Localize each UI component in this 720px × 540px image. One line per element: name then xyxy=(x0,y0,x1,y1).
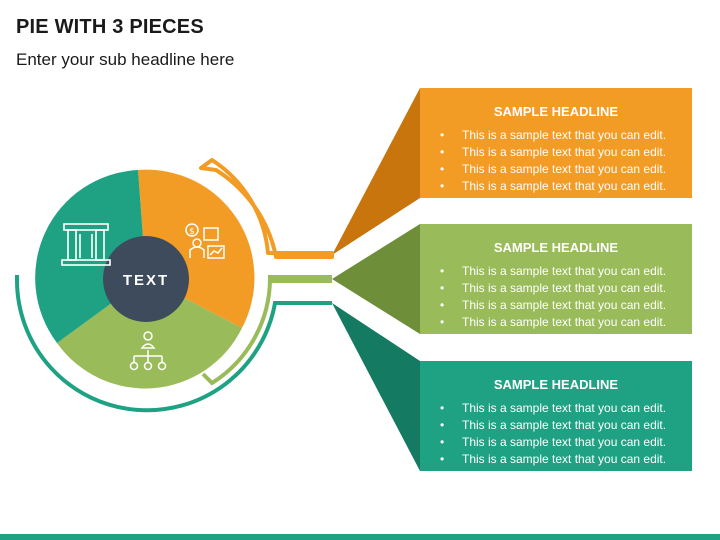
svg-text:$: $ xyxy=(189,227,195,237)
panel-headline: SAMPLE HEADLINE xyxy=(493,240,619,255)
pie-slice-teal xyxy=(35,170,147,343)
list-item: This is a sample text that you can edit. xyxy=(440,314,692,331)
list-item: This is a sample text that you can edit. xyxy=(440,144,692,161)
list-item: This is a sample text that you can edit. xyxy=(440,451,692,468)
green-connector xyxy=(332,224,420,334)
teal-outer-arc xyxy=(14,275,332,413)
list-item: This is a sample text that you can edit. xyxy=(440,263,692,280)
list-item: This is a sample text that you can edit. xyxy=(440,127,692,144)
green-outer-arc xyxy=(201,275,332,386)
footer-bar xyxy=(0,534,720,540)
center-label: TEXT xyxy=(123,272,169,289)
list-item: This is a sample text that you can edit. xyxy=(440,417,692,434)
panel-headline: SAMPLE HEADLINE xyxy=(493,377,619,392)
list-item: This is a sample text that you can edit. xyxy=(440,434,692,451)
slide-title: PIE WITH 3 PIECES xyxy=(16,16,204,38)
headline-panel-orange: SAMPLE HEADLINE This is a sample text th… xyxy=(420,88,692,198)
panel-bullet-list: This is a sample text that you can edit.… xyxy=(420,400,692,468)
list-item: This is a sample text that you can edit. xyxy=(440,161,692,178)
orange-connector xyxy=(332,88,420,255)
orange-outer-arc xyxy=(199,158,334,259)
slide-subtitle: Enter your sub headline here xyxy=(16,50,235,69)
center-circle xyxy=(103,236,189,322)
headline-panel-teal: SAMPLE HEADLINE This is a sample text th… xyxy=(420,361,692,471)
list-item: This is a sample text that you can edit. xyxy=(440,280,692,297)
headline-panel-green: SAMPLE HEADLINE This is a sample text th… xyxy=(420,224,692,334)
teal-connector xyxy=(332,303,420,471)
panel-bullet-list: This is a sample text that you can edit.… xyxy=(420,127,692,195)
org-chart-icon xyxy=(129,331,167,371)
list-item: This is a sample text that you can edit. xyxy=(440,400,692,417)
panel-headline: SAMPLE HEADLINE xyxy=(493,104,619,119)
list-item: This is a sample text that you can edit. xyxy=(440,297,692,314)
pie-slice-green xyxy=(57,278,242,389)
pillars-icon xyxy=(61,223,111,266)
list-item: This is a sample text that you can edit. xyxy=(440,178,692,195)
panel-bullet-list: This is a sample text that you can edit.… xyxy=(420,263,692,331)
presentation-money-icon: $ xyxy=(185,223,225,259)
